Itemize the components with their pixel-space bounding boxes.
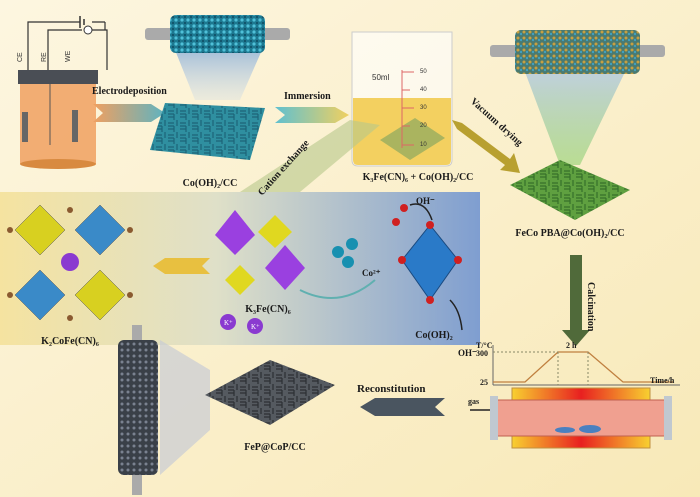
k3fe-label: K₃Fe(CN)₆ <box>245 304 290 315</box>
beaker-volume-label: 50ml <box>372 73 390 82</box>
reconstitution-label: Reconstitution <box>357 383 425 395</box>
k-ion-sphere <box>247 318 263 334</box>
immersion-label: Immersion <box>284 91 331 102</box>
k-ion-sphere <box>220 314 236 330</box>
electrodeposition-label: Electrodeposition <box>92 86 167 97</box>
tube-furnace <box>470 387 672 449</box>
feco-pba-label: FeCo PBA@Co(OH)₂/CC <box>515 228 624 239</box>
electrodeposition-arrow <box>93 104 165 122</box>
co-oh2-octahedron <box>392 203 463 331</box>
x-axis-label: Time/h <box>650 376 675 385</box>
t-high-label: 300 <box>476 349 488 358</box>
ce-label: CE <box>17 52 24 62</box>
k2cofe-label: K₂CoFe(CN)₆ <box>41 336 99 347</box>
exchange-arrow <box>153 258 210 274</box>
k2cofe-crystal <box>7 204 133 321</box>
cation-exchange-banner <box>240 120 380 192</box>
curved-arrow <box>299 279 376 299</box>
tick-10: 10 <box>420 142 427 148</box>
co2-ions <box>332 238 358 268</box>
co-oh2-cc-illustration <box>145 15 290 160</box>
co-oh2-label: Co(OH)₂ <box>415 330 452 341</box>
k-ion-label: K⁺ <box>251 323 260 331</box>
tick-40: 40 <box>420 87 427 93</box>
gas-label: gas <box>468 397 479 406</box>
fep-cop-label: FeP@CoP/CC <box>244 442 306 453</box>
tick-50: 50 <box>420 69 427 75</box>
y-axis-label: T/°C <box>476 341 493 350</box>
tick-20: 20 <box>420 123 427 129</box>
electrochemical-cell: CE RE WE <box>17 16 108 169</box>
tick-30: 30 <box>420 105 427 111</box>
co-oh2-cc-label: Co(OH)₂/CC <box>183 178 238 189</box>
fep-cop-illustration <box>118 325 335 495</box>
feco-pba-illustration <box>490 30 665 220</box>
k-ion-label: K⁺ <box>224 319 233 327</box>
temperature-profile <box>492 345 680 386</box>
calcination-label: Calcination <box>585 282 596 332</box>
k3fe-molecule <box>215 210 305 295</box>
hold-label: 2 h <box>566 341 577 350</box>
we-label: WE <box>65 50 72 62</box>
immersion-arrow <box>275 107 349 123</box>
beaker-mix-label: K₃Fe(CN)₆ + Co(OH)₂/CC <box>363 172 474 183</box>
re-label: RE <box>41 52 48 62</box>
beaker: 50ml 50 40 30 20 10 <box>351 31 453 167</box>
reconstitution-arrow <box>360 398 445 416</box>
oh-top-label: OH⁻ <box>416 196 435 206</box>
t-low-label: 25 <box>480 378 488 387</box>
vacuum-drying-arrow <box>452 120 520 173</box>
oh-bottom-label: OH⁻ <box>458 348 477 358</box>
co2-label: Co²⁺ <box>362 268 381 278</box>
calcination-arrow <box>562 255 590 346</box>
